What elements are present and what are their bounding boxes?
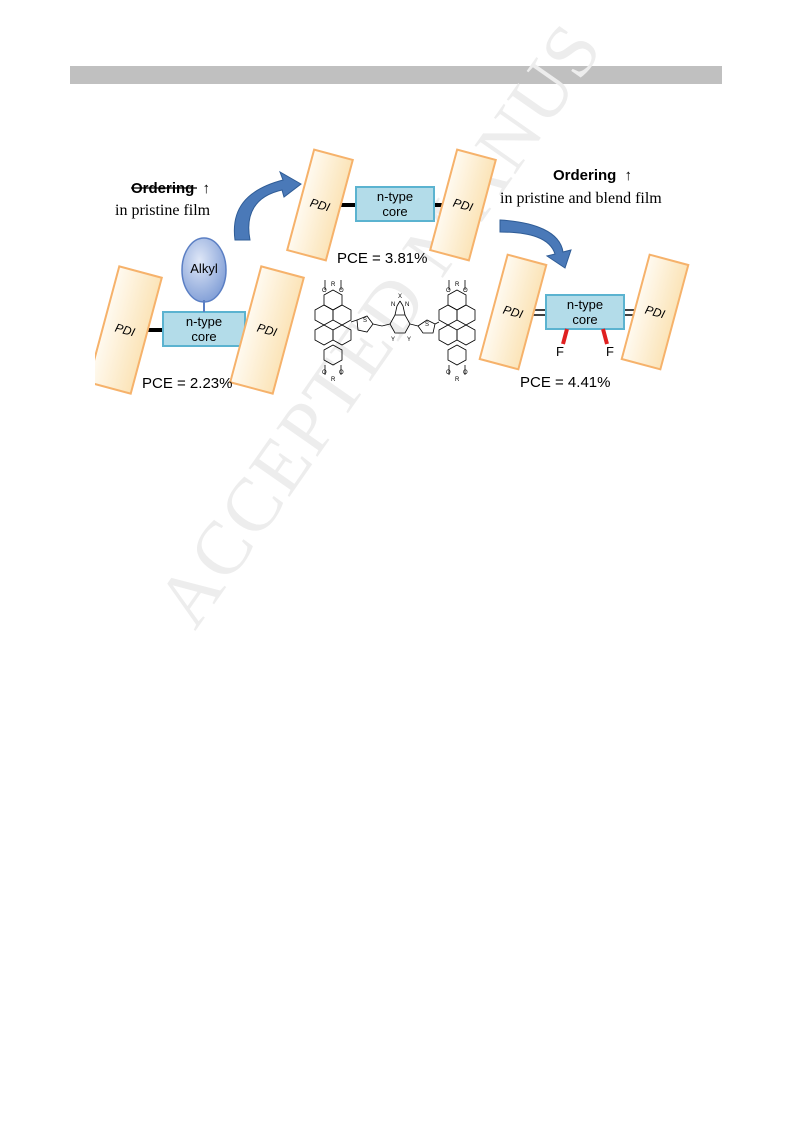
svg-text:R: R <box>455 377 460 383</box>
right-annotation-arrow: ↑ <box>625 167 633 184</box>
svg-text:PDI: PDI <box>644 303 668 322</box>
svg-text:N: N <box>391 302 395 308</box>
fluoro-bond-right <box>601 328 609 345</box>
svg-text:Ordering ↑: Ordering ↑ <box>553 167 632 184</box>
svg-text:Y: Y <box>407 337 411 343</box>
svg-text:O: O <box>322 288 327 294</box>
pce-3: PCE = 4.41% <box>520 374 610 391</box>
svg-text:PDI: PDI <box>502 303 526 322</box>
benzothiadiazole-core <box>381 300 419 334</box>
curved-arrow-right-icon <box>499 219 572 269</box>
svg-text:O: O <box>463 288 468 294</box>
pdi-block: PDI <box>285 148 355 262</box>
svg-text:O: O <box>463 370 468 376</box>
pce-2: PCE = 3.81% <box>337 250 427 267</box>
alkyl-label: Alkyl <box>190 261 218 276</box>
svg-text:R: R <box>331 282 336 288</box>
chemical-structure <box>314 280 476 375</box>
svg-text:O: O <box>446 370 451 376</box>
right-annotation: Ordering ↑ in pristine and blend film <box>500 167 662 207</box>
pdi-block: PDI <box>478 253 548 371</box>
core-label-1: n-type <box>186 314 222 329</box>
pdi-block: PDI <box>95 265 164 395</box>
svg-text:PDI: PDI <box>452 196 476 215</box>
molecule-3: PDI n-type core F F PDI PCE = 4.41% <box>478 253 690 391</box>
core-box <box>162 311 246 347</box>
svg-text:PDI: PDI <box>256 321 280 340</box>
pce-1: PCE = 2.23% <box>142 375 232 392</box>
curved-arrow-left-icon <box>233 170 302 241</box>
right-annotation-line2: in pristine and blend film <box>500 190 662 207</box>
svg-text:Y: Y <box>391 337 395 343</box>
fluorine-right: F <box>606 344 614 359</box>
svg-text:N: N <box>405 302 409 308</box>
core-box <box>355 186 435 222</box>
molecule-2: PDI n-type core PDI PCE = 3.81% <box>285 148 498 267</box>
core-label-1: n-type <box>377 189 413 204</box>
thiophene-left <box>350 315 383 333</box>
svg-text:R: R <box>455 282 460 288</box>
molecule-1: PDI n-type core Alkyl PDI PCE = 2.23% <box>95 237 306 395</box>
left-annotation-line2: in pristine film <box>115 202 211 219</box>
header-bar <box>70 66 722 84</box>
svg-text:O: O <box>322 370 327 376</box>
perylene-right <box>438 280 476 375</box>
core-box <box>545 294 625 330</box>
pdi-block: PDI <box>228 265 306 395</box>
svg-text:R: R <box>331 377 336 383</box>
pdi-block: PDI <box>620 253 690 371</box>
svg-text:O: O <box>339 288 344 294</box>
perylene-left <box>314 280 352 375</box>
svg-text:O: O <box>446 288 451 294</box>
left-annotation-arrow: ↑ <box>203 180 211 197</box>
fluoro-bond-left <box>561 328 569 345</box>
toc-figure: Ordering ↑ in pristine film Ordering ↑ i… <box>95 148 690 395</box>
thiophene-right <box>417 319 440 334</box>
core-label-2: core <box>191 329 216 344</box>
right-annotation-bold: Ordering <box>553 167 616 184</box>
fluorine-left: F <box>556 344 564 359</box>
core-label-1: n-type <box>567 297 603 312</box>
chemical-labels: R R R R O O O O O O O O X N N S S Y Y <box>322 282 468 383</box>
svg-text:X: X <box>398 294 402 300</box>
svg-text:S: S <box>425 322 429 328</box>
core-label-2: core <box>572 312 597 327</box>
svg-text:PDI: PDI <box>114 321 138 340</box>
left-annotation: Ordering ↑ in pristine film <box>115 180 211 219</box>
pdi-block: PDI <box>428 148 498 262</box>
svg-text:PDI: PDI <box>309 196 333 215</box>
svg-text:O: O <box>339 370 344 376</box>
core-label-2: core <box>382 204 407 219</box>
svg-text:S: S <box>363 318 367 324</box>
